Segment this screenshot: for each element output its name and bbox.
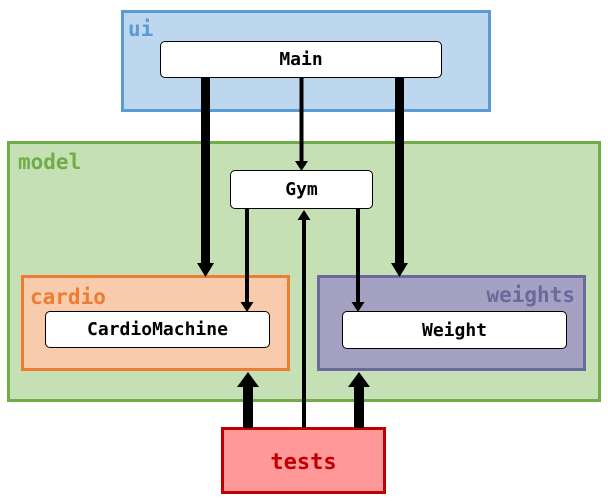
arrow-gym-to-cardio-machine bbox=[240, 209, 254, 312]
class-weight: Weight bbox=[342, 311, 567, 349]
arrow-tests-to-cardio bbox=[237, 372, 259, 428]
package-tests: tests bbox=[221, 427, 386, 494]
package-cardio-label: cardio bbox=[30, 285, 106, 309]
package-model-label: model bbox=[18, 150, 82, 174]
package-ui-label: ui bbox=[128, 17, 154, 41]
package-tests-label: tests bbox=[270, 449, 337, 475]
arrow-main-to-gym bbox=[295, 78, 308, 171]
package-weights-label: weights bbox=[486, 283, 575, 307]
arrow-gym-to-weight bbox=[351, 209, 365, 312]
class-main: Main bbox=[160, 41, 442, 78]
arrow-main-to-cardio-machine bbox=[197, 78, 214, 277]
arrow-main-to-weight bbox=[391, 78, 408, 277]
class-gym: Gym bbox=[230, 170, 373, 209]
arrow-tests-to-gym bbox=[297, 210, 311, 428]
arrow-tests-to-weights bbox=[348, 372, 370, 428]
class-cardio-machine: CardioMachine bbox=[45, 311, 270, 348]
